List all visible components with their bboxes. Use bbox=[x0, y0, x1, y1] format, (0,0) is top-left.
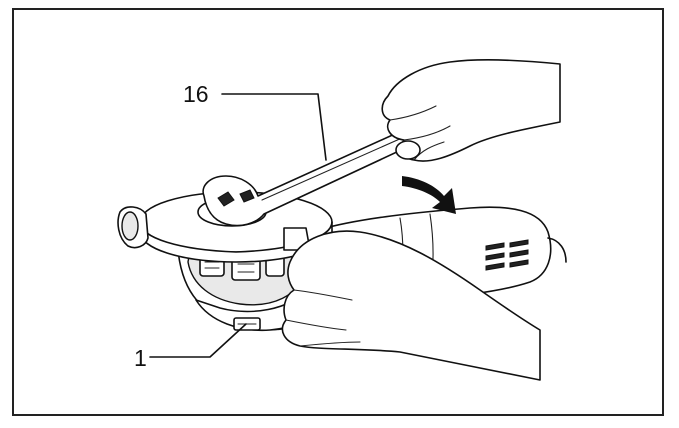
callout-16-leader bbox=[221, 93, 327, 161]
hand-holding-grinder bbox=[281, 230, 541, 381]
rotation-arrow-icon bbox=[402, 176, 456, 214]
callout-1-leader bbox=[149, 323, 247, 358]
callout-16-label: 16 bbox=[183, 81, 209, 107]
hand-holding-wrench bbox=[381, 59, 561, 162]
vent-slots-icon bbox=[485, 239, 529, 271]
callout-1-label: 1 bbox=[134, 345, 147, 371]
